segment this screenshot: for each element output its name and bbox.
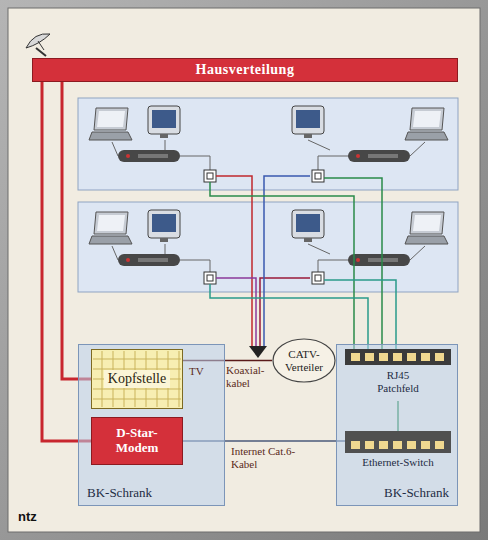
wall-socket (312, 272, 324, 284)
node-text: Hausverteilung (196, 62, 295, 78)
splitter-symbol (249, 346, 267, 358)
graphic-part (393, 353, 402, 361)
inner-panel (8, 8, 480, 532)
satellite-dish (26, 34, 50, 56)
edge-label: TV (189, 365, 219, 378)
headend-box: Kopfstelle (91, 349, 183, 409)
graphic-part (379, 353, 388, 361)
distribution-band: Hausverteilung (32, 58, 458, 82)
graphic-part (393, 441, 402, 449)
tv (148, 210, 180, 242)
tv (292, 106, 324, 138)
connector-line (62, 82, 91, 379)
graphic-part (407, 353, 416, 361)
laptop (89, 212, 132, 244)
graphic-part (345, 349, 451, 365)
node-text: Ethernet-Switch (362, 456, 433, 480)
graphic-part (345, 431, 451, 453)
modem-box: D-Star- Modem (91, 417, 183, 465)
graphic-part (351, 441, 360, 449)
node-text: BK-Schrank (87, 485, 216, 501)
node-text: D-Star- Modem (96, 426, 178, 456)
wall-socket (204, 170, 216, 182)
tv (148, 106, 180, 138)
wall-socket (312, 170, 324, 182)
distributor-ellipse: CATV- Verteiler (272, 338, 336, 383)
coax-wires (216, 176, 310, 347)
graphic-part (435, 441, 444, 449)
graphic-part (421, 353, 430, 361)
node-text: RJ45 Patchfeld (369, 369, 427, 398)
graphic-part (407, 441, 416, 449)
cat6-wires (210, 178, 396, 349)
graphic-part (365, 353, 374, 361)
edge-label: Internet Cat.6-Kabel (231, 445, 303, 470)
set-top-box (348, 150, 410, 162)
graphic-part (435, 353, 444, 361)
node-text: Kopfstelle (104, 370, 170, 388)
graphic-part (92, 350, 183, 409)
graphic-part (273, 339, 335, 382)
graphic-part (421, 441, 430, 449)
cabinet-panel: BK-Schrank RJ45 PatchfeldEthernet-Switch (336, 344, 458, 506)
node-text: BK-Schrank (384, 485, 449, 501)
graphic-part (93, 389, 181, 390)
node-text: CATV- Verteiler (281, 348, 327, 372)
set-top-box (118, 254, 180, 266)
graphic-part (365, 441, 374, 449)
patch-panel: RJ45 Patchfeld (345, 349, 451, 401)
graphic-part (351, 353, 360, 361)
graphic-part (379, 441, 388, 449)
devices (112, 140, 425, 272)
tv (292, 210, 324, 242)
graphic-part (93, 359, 181, 360)
laptop (405, 212, 448, 244)
watermark: ntz (18, 510, 58, 525)
laptop (89, 108, 132, 140)
wall-socket (204, 272, 216, 284)
laptop (405, 108, 448, 140)
cable-label: Koaxial- kabel (226, 364, 270, 389)
graphic-part (93, 399, 181, 400)
set-top-box (118, 150, 180, 162)
set-top-box (348, 254, 410, 266)
ethernet-switch: Ethernet-Switch (345, 431, 451, 483)
